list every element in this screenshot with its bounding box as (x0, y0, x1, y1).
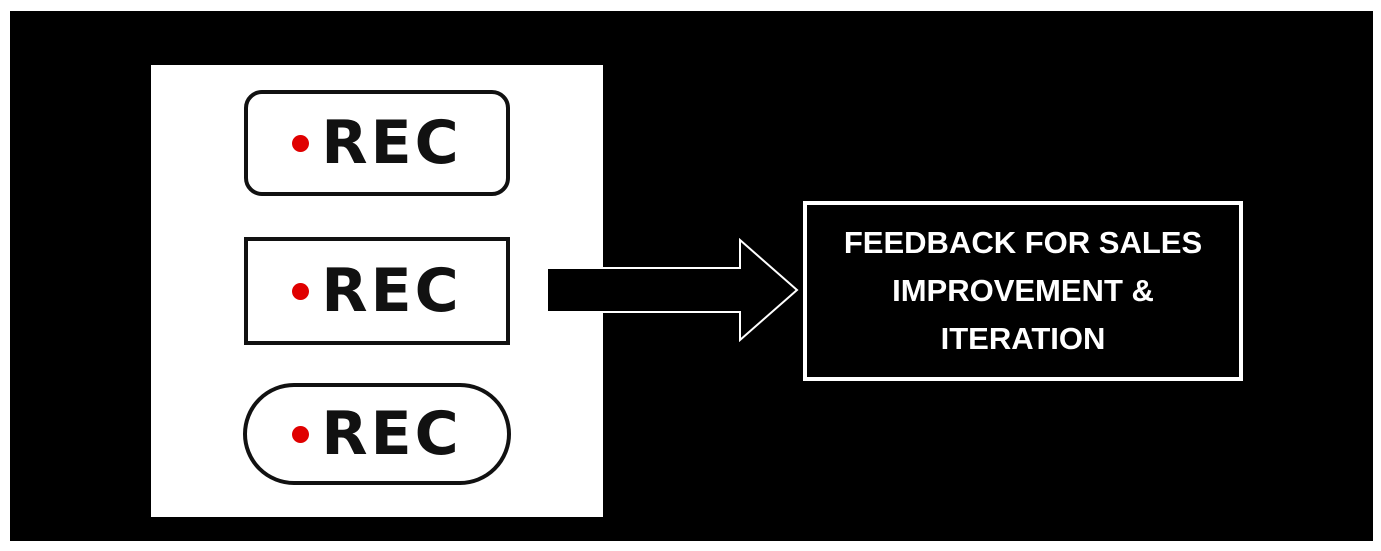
rec-badge-pill: REC (243, 383, 511, 485)
recording-badges-panel: REC REC REC (151, 65, 603, 517)
rec-label: REC (321, 399, 462, 469)
feedback-line: ITERATION (940, 321, 1106, 356)
feedback-box: FEEDBACK FOR SALES IMPROVEMENT & ITERATI… (803, 201, 1243, 381)
red-dot-icon (292, 134, 310, 152)
feedback-title: FEEDBACK FOR SALES IMPROVEMENT & ITERATI… (807, 219, 1239, 363)
feedback-line: IMPROVEMENT & (892, 273, 1154, 308)
rec-label: REC (321, 108, 462, 178)
right-arrow-icon (546, 238, 799, 342)
rec-badge-square: REC (244, 237, 510, 345)
rec-badge-rounded: REC (244, 90, 510, 196)
red-dot-icon (292, 425, 310, 443)
red-dot-icon (292, 282, 310, 300)
rec-label: REC (321, 256, 462, 326)
feedback-line: FEEDBACK FOR SALES (843, 225, 1203, 260)
diagram-canvas: REC REC REC FEEDBACK FOR SALES IMPROVEME… (10, 11, 1373, 541)
